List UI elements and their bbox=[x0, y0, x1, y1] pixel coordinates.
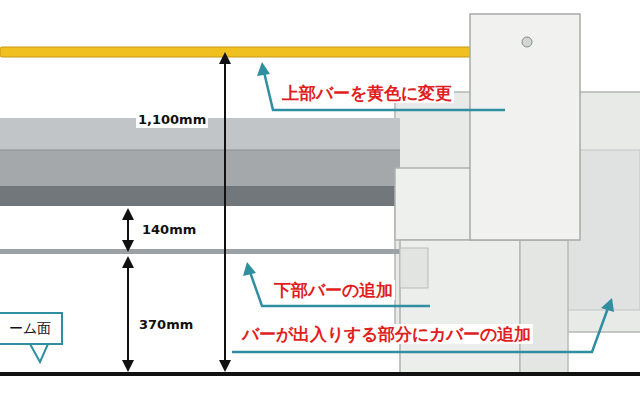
dimension-line bbox=[127, 262, 129, 366]
callout-arrow bbox=[243, 262, 256, 276]
callout-text: バーが出入りする部分にカバーの追加 bbox=[240, 324, 533, 344]
lower-bar bbox=[0, 249, 405, 254]
middle-beam-face bbox=[0, 150, 400, 186]
dimension-line bbox=[224, 58, 226, 366]
dimension-label: 1,100mm bbox=[136, 112, 208, 128]
bar-cover bbox=[400, 248, 428, 288]
callout-leader bbox=[264, 72, 505, 110]
dimension-label: 140mm bbox=[140, 222, 198, 238]
dimension-arrow bbox=[122, 360, 134, 372]
callout-leader bbox=[250, 272, 430, 306]
callout-arrow bbox=[257, 62, 270, 76]
middle-beam-bottom bbox=[0, 186, 400, 206]
callout-arrow bbox=[601, 298, 614, 312]
dimension-arrow bbox=[219, 52, 231, 64]
dimension-arrow bbox=[122, 256, 134, 268]
dimension-arrow bbox=[122, 240, 134, 252]
gate-column-side bbox=[520, 240, 568, 374]
callout-leader bbox=[232, 308, 608, 352]
bubble-text: ーム面 bbox=[9, 320, 53, 337]
top-bar bbox=[0, 47, 475, 57]
platform-floor bbox=[0, 372, 640, 376]
gate-housing bbox=[470, 14, 580, 240]
beam-edge bbox=[0, 150, 400, 151]
dimension-label: 370mm bbox=[137, 317, 195, 333]
callout-text: 上部バーを黄色に変更 bbox=[280, 83, 454, 103]
callout-text: 下部バーの追加 bbox=[272, 280, 395, 300]
dimension-arrow bbox=[219, 360, 231, 372]
dimension-arrow bbox=[122, 208, 134, 220]
bubble-tail bbox=[30, 344, 48, 362]
housing-lock bbox=[522, 37, 532, 47]
speech-bubble: ーム面 bbox=[0, 312, 63, 345]
